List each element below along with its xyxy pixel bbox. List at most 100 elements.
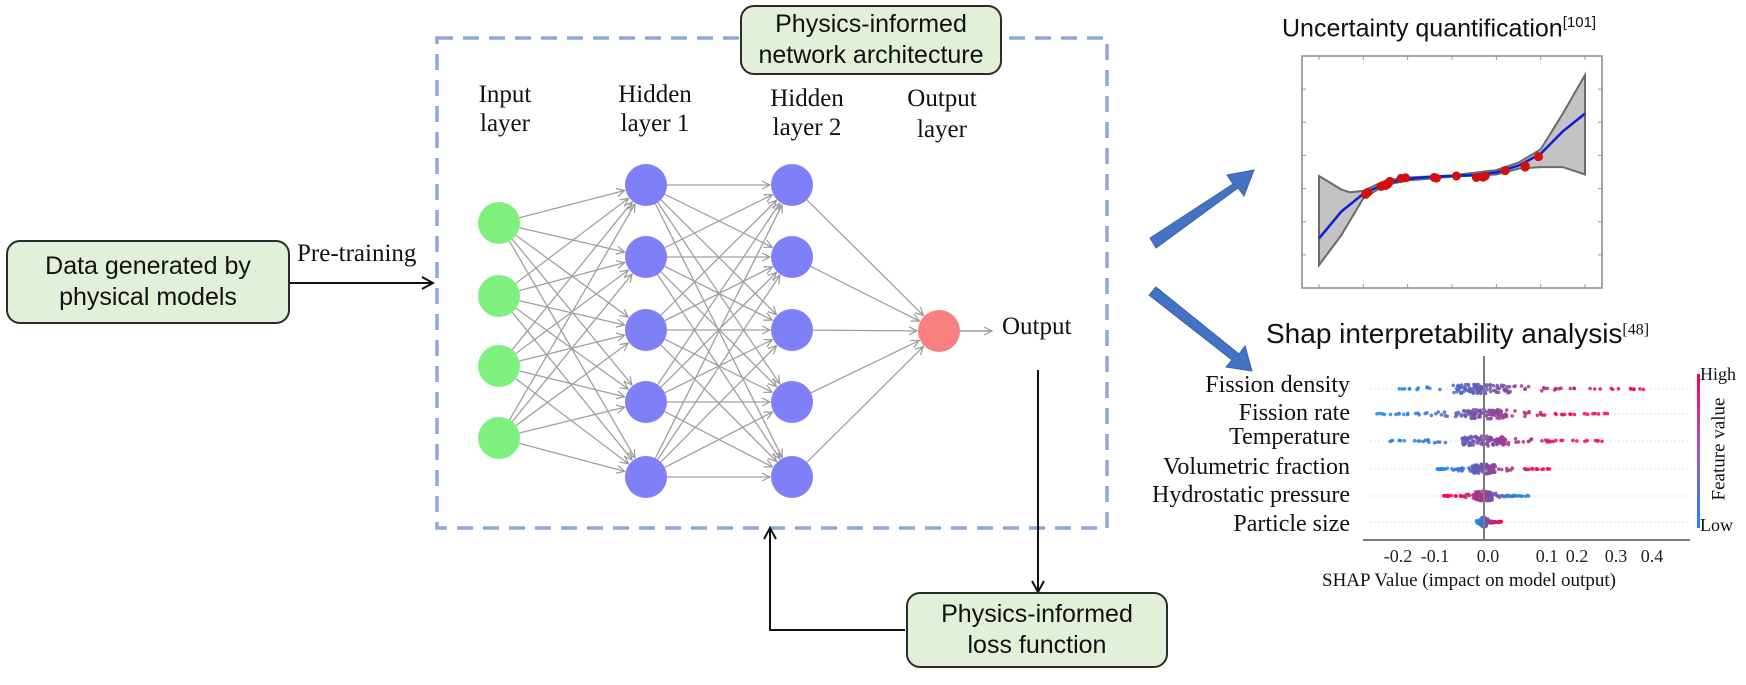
shap-point xyxy=(1485,387,1489,392)
shap-x-tick-label: -0.1 xyxy=(1421,546,1450,566)
shap-row xyxy=(1375,407,1610,421)
shap-point xyxy=(1492,463,1496,467)
shap-rows xyxy=(1370,382,1690,529)
colorbar-low-label: Low xyxy=(1700,515,1733,535)
shap-point xyxy=(1416,411,1420,416)
shap-point xyxy=(1412,438,1417,443)
network-edge xyxy=(515,343,628,427)
network-edge xyxy=(660,201,776,316)
shap-point xyxy=(1631,387,1636,391)
shap-point xyxy=(1471,415,1475,420)
network-edge xyxy=(806,347,923,463)
shap-point xyxy=(1468,387,1473,391)
shap-point xyxy=(1415,387,1419,392)
network-edge xyxy=(664,195,772,249)
network-nodes xyxy=(478,164,960,498)
shap-point xyxy=(1600,439,1604,444)
shap-point xyxy=(1491,383,1496,388)
uq-observation-point xyxy=(1400,173,1410,183)
output-label: Output xyxy=(1002,313,1072,340)
shap-point xyxy=(1605,411,1610,416)
shap-point xyxy=(1582,411,1587,416)
shap-point xyxy=(1585,412,1590,417)
shap-point xyxy=(1402,412,1406,417)
shap-point xyxy=(1435,467,1439,471)
uq-observation-point xyxy=(1451,171,1461,181)
network-edge xyxy=(511,311,632,460)
shap-point xyxy=(1451,383,1456,388)
shap-point xyxy=(1435,440,1440,444)
shap-x-tick-label: 0.4 xyxy=(1641,546,1664,566)
shap-point xyxy=(1499,467,1504,472)
shap-point xyxy=(1453,414,1458,419)
network-edge xyxy=(810,265,920,321)
uq-ticks xyxy=(1302,55,1602,289)
shap-point xyxy=(1560,438,1565,443)
shap-point xyxy=(1490,412,1494,417)
uq-observation-point xyxy=(1363,187,1373,197)
shap-point xyxy=(1382,412,1387,417)
shap-point xyxy=(1571,438,1575,443)
shap-point xyxy=(1484,491,1488,496)
shap-x-tick-label: 0.2 xyxy=(1566,546,1589,566)
shap-point xyxy=(1527,410,1531,415)
shap-x-tick-label: 0.1 xyxy=(1536,546,1559,566)
shap-point xyxy=(1551,439,1556,444)
shap-point xyxy=(1535,467,1540,472)
shap-point xyxy=(1428,386,1432,391)
shap-point xyxy=(1502,413,1506,418)
colorbar-title: Feature value xyxy=(1708,397,1730,501)
shap-point xyxy=(1596,412,1601,416)
shap-point xyxy=(1457,386,1462,390)
shap-point xyxy=(1545,386,1550,391)
hidden-node xyxy=(771,236,813,278)
shap-point xyxy=(1474,408,1479,412)
shap-point xyxy=(1560,412,1564,417)
shap-point xyxy=(1388,412,1393,417)
uq-observation-point xyxy=(1520,161,1530,171)
shap-point xyxy=(1513,409,1517,413)
shap-point xyxy=(1511,493,1516,498)
shap-point xyxy=(1475,519,1480,524)
shap-point xyxy=(1467,493,1472,498)
shap-point xyxy=(1628,386,1633,391)
shap-point xyxy=(1471,496,1476,500)
shap-point xyxy=(1497,412,1501,417)
network-edge xyxy=(511,274,632,423)
shap-title: Shap interpretability analysis[48] xyxy=(1266,318,1649,350)
hidden-node xyxy=(771,381,813,423)
hidden-node xyxy=(625,381,667,423)
shap-point xyxy=(1507,493,1511,498)
shap-point xyxy=(1463,414,1468,419)
shap-point xyxy=(1459,412,1463,417)
shap-point xyxy=(1480,438,1484,442)
shap-point xyxy=(1487,412,1492,417)
shap-point xyxy=(1552,388,1557,392)
shap-point xyxy=(1477,437,1481,442)
shap-point xyxy=(1400,387,1404,391)
network-edge xyxy=(519,227,624,252)
shap-point xyxy=(1442,410,1447,414)
shap-point xyxy=(1425,386,1429,390)
shap-point xyxy=(1473,490,1478,494)
shap-point xyxy=(1485,472,1489,476)
shap-point xyxy=(1508,389,1512,394)
shap-point xyxy=(1519,384,1524,388)
hidden-node xyxy=(625,309,667,351)
shap-point xyxy=(1547,440,1551,444)
shap-point xyxy=(1475,497,1480,502)
loss-function-box: Physics-informed loss function xyxy=(906,592,1168,668)
shap-point xyxy=(1539,389,1544,393)
network-edge xyxy=(519,407,624,434)
shap-point xyxy=(1429,413,1434,418)
shap-point xyxy=(1479,387,1483,392)
hidden-node xyxy=(625,456,667,498)
network-edge xyxy=(806,199,923,316)
data-source-box: Data generated by physical models xyxy=(6,240,290,324)
shap-point xyxy=(1456,410,1461,415)
shap-point xyxy=(1397,412,1401,416)
shap-point xyxy=(1402,387,1407,391)
shap-point xyxy=(1507,385,1512,389)
feature-label: Fission density xyxy=(1205,372,1350,398)
